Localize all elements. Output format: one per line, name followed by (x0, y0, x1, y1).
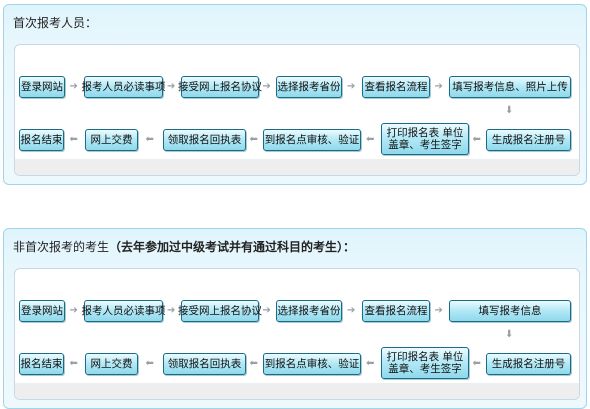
arrow-left-icon: ⬅ (145, 358, 154, 369)
step-button[interactable]: 查看报名流程 (362, 300, 430, 322)
arrow-right-icon: ➔ (434, 305, 443, 316)
arrow-down-icon: ⬇ (505, 105, 514, 116)
step-button[interactable]: 生成报名注册号 (486, 129, 571, 151)
step-button[interactable]: 报考人员必读事项 (82, 300, 166, 322)
flow-box (14, 268, 580, 400)
arrow-left-icon: ⬅ (249, 358, 258, 369)
section-panel: 非首次报考的考生（去年参加过中级考试并有通过科目的考生）：登录网站➔报考人员必读… (3, 228, 587, 409)
arrow-right-icon: ➔ (167, 305, 176, 316)
arrow-left-icon: ⬅ (69, 134, 78, 145)
arrow-right-icon: ➔ (347, 305, 356, 316)
step-button[interactable]: 领取报名回执表 (163, 129, 246, 151)
arrow-right-icon: ➔ (69, 305, 78, 316)
arrow-left-icon: ⬅ (145, 134, 154, 145)
step-button[interactable]: 选择报考省份 (276, 76, 342, 98)
step-button[interactable]: 领取报名回执表 (163, 353, 246, 375)
section-note: （去年参加过中级考试并有通过科目的考生）： (109, 240, 356, 254)
step-button[interactable]: 报名结束 (19, 129, 64, 151)
arrow-left-icon: ⬅ (366, 358, 375, 369)
arrow-left-icon: ⬅ (472, 358, 481, 369)
step-button[interactable]: 查看报名流程 (362, 76, 430, 98)
step-button[interactable]: 接受网上报名协议 (178, 300, 262, 322)
arrow-right-icon: ➔ (167, 81, 176, 92)
flow-box (14, 44, 580, 176)
step-button[interactable]: 填写报考信息、照片上传 (449, 76, 571, 98)
arrow-right-icon: ➔ (347, 81, 356, 92)
step-button[interactable]: 打印报名表 单位盖章、考生签字 (381, 123, 469, 155)
step-button[interactable]: 接受网上报名协议 (178, 76, 262, 98)
arrow-right-icon: ➔ (262, 81, 271, 92)
arrow-left-icon: ⬅ (69, 358, 78, 369)
section-title-text: 首次报考人员： (13, 16, 98, 30)
arrow-right-icon: ➔ (69, 81, 78, 92)
step-button[interactable]: 报名结束 (19, 353, 64, 375)
step-button[interactable]: 网上交费 (85, 129, 138, 151)
step-button[interactable]: 填写报考信息 (449, 300, 571, 322)
step-button[interactable]: 打印报名表 单位盖章、考生签字 (381, 347, 469, 379)
step-button[interactable]: 报考人员必读事项 (82, 76, 166, 98)
section-title-text: 非首次报考的考生 (13, 240, 110, 254)
arrow-left-icon: ⬅ (249, 134, 258, 145)
step-button[interactable]: 网上交费 (85, 353, 138, 375)
section-title: 非首次报考的考生（去年参加过中级考试并有通过科目的考生）： (13, 238, 355, 255)
arrow-left-icon: ⬅ (366, 134, 375, 145)
step-button[interactable]: 登录网站 (19, 300, 65, 322)
step-button[interactable]: 生成报名注册号 (486, 353, 571, 375)
step-button[interactable]: 到报名点审核、验证 (263, 353, 361, 375)
arrow-down-icon: ⬇ (505, 329, 514, 340)
section-panel: 首次报考人员：登录网站➔报考人员必读事项➔接受网上报名协议➔选择报考省份➔查看报… (3, 4, 587, 185)
step-button[interactable]: 选择报考省份 (276, 300, 342, 322)
step-button[interactable]: 到报名点审核、验证 (263, 129, 361, 151)
arrow-right-icon: ➔ (262, 305, 271, 316)
step-button[interactable]: 登录网站 (19, 76, 65, 98)
section-title: 首次报考人员： (13, 14, 97, 31)
arrow-right-icon: ➔ (434, 81, 443, 92)
arrow-left-icon: ⬅ (472, 134, 481, 145)
